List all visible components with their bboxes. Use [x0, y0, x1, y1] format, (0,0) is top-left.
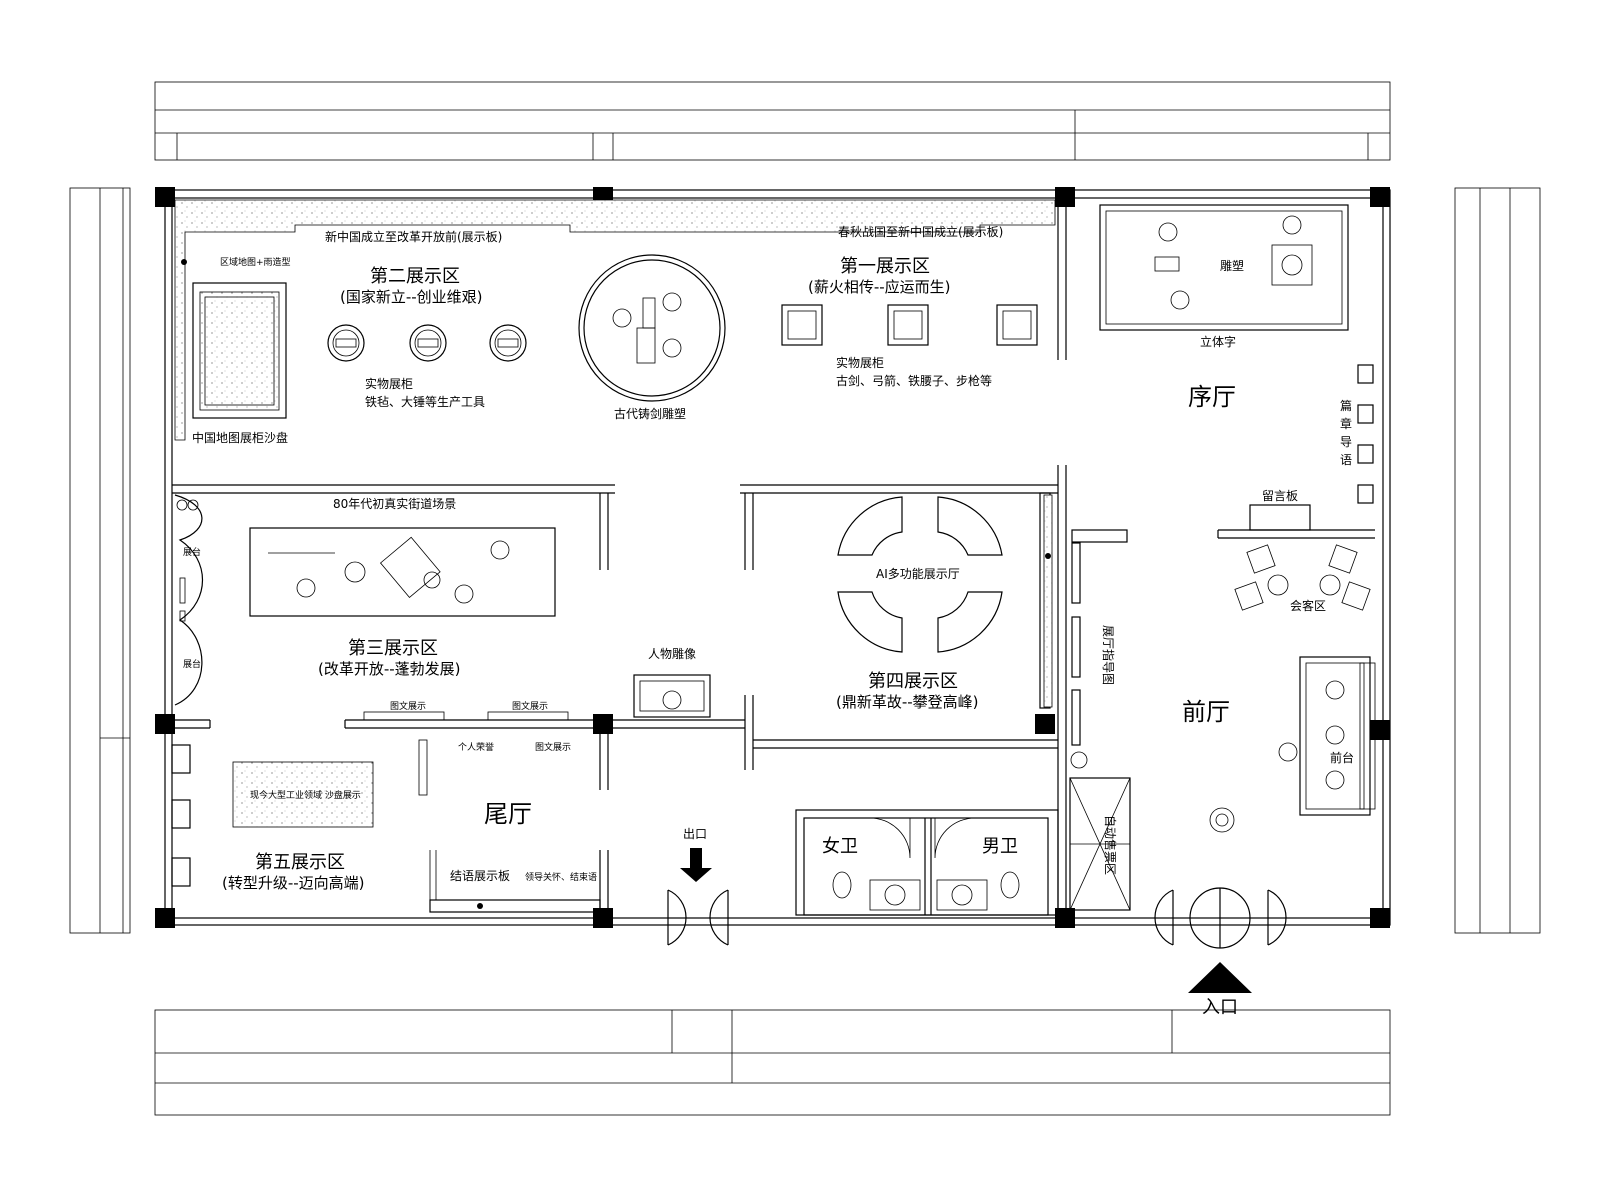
- entrance: 入口: [1154, 887, 1287, 1018]
- entrance-arrow-icon: [1188, 962, 1252, 993]
- stand-wavy-wall: [174, 494, 203, 706]
- entrance-label: 入口: [1202, 997, 1238, 1018]
- cabinet1-title: 实物展柜: [836, 355, 884, 370]
- stand-a-label: 展台: [183, 546, 201, 558]
- prelude-hall-title: 序厅: [1188, 383, 1236, 411]
- svg-text:导: 导: [1340, 435, 1352, 449]
- reception-label: 会客区: [1290, 598, 1326, 613]
- chapter-guide-panels: [1357, 364, 1374, 504]
- front-hall-title: 前厅: [1182, 698, 1230, 726]
- svg-text:语: 语: [1340, 453, 1352, 467]
- zone5-title: 第五展示区: [255, 852, 345, 873]
- zone2-title: 第二展示区: [370, 266, 460, 287]
- conclusion-board-label: 结语展示板: [450, 869, 510, 883]
- zone4-title: 第四展示区: [868, 671, 958, 692]
- leader-care-label: 领导关怀、结束语: [525, 871, 597, 883]
- zone1: 第一展示区 (薪火相传--应运而生) 实物展柜 古剑、弓箭、铁腰子、步枪等: [781, 256, 1038, 388]
- display-cabinet-icon: [781, 304, 1038, 346]
- sculpture-label: 雕塑: [1220, 258, 1244, 273]
- prelude-hall: 雕塑 立体字 序厅 篇 章 导 语 留言板 会客区: [1099, 204, 1374, 613]
- zone2: 区域地图+雨造型 中国地图展柜沙盘 第二展示区 (国家新立--创业维艰) 实物展…: [181, 254, 726, 445]
- hall-guide-label: 展厅指导图: [1101, 625, 1116, 685]
- cabinet2-items: 铁毡、大锤等生产工具: [365, 394, 485, 409]
- exit-arrow-icon: [680, 848, 712, 882]
- men-wc-label: 男卫: [982, 836, 1018, 857]
- washrooms: 女卫 男卫: [822, 817, 1020, 911]
- sandtable-label: 现今大型工业领域 沙盘展示: [250, 789, 361, 801]
- ticket-area: 自动售票区: [1069, 751, 1131, 911]
- stand-b-label: 展台: [183, 658, 201, 670]
- graphic-2-label: 图文展示: [512, 700, 548, 712]
- ticket-label: 自动售票区: [1103, 815, 1118, 875]
- zone1-subtitle: (薪火相传--应运而生): [808, 278, 951, 296]
- reception-chairs: [1234, 544, 1371, 611]
- zone3: 80年代初真实街道场景 展台 展台 第三展示区 (改革开放--蓬勃发展) 人物雕…: [174, 494, 711, 721]
- tail-hall-title: 尾厅: [484, 800, 532, 828]
- svg-text:章: 章: [1340, 416, 1352, 431]
- regional-map-label: 区域地图+雨造型: [220, 256, 291, 268]
- zone2-subtitle: (国家新立--创业维艰): [340, 288, 483, 306]
- china-map-label: 中国地图展柜沙盘: [192, 430, 288, 445]
- graphic-3-label: 图文展示: [535, 741, 571, 753]
- zone1-title: 第一展示区: [840, 256, 930, 277]
- street-scene-label: 80年代初真实街道场景: [333, 496, 456, 511]
- zone4: AI多功能展示厅 第四展示区 (鼎新革故--攀登高峰) 展厅指导图: [836, 494, 1128, 746]
- columns: [155, 187, 1390, 928]
- main-walls: [164, 189, 1391, 926]
- front-desk-label: 前台: [1330, 750, 1354, 765]
- era2-band-label: 新中国成立至改革开放前(展示板): [325, 229, 502, 244]
- personal-honor-label: 个人荣誉: [458, 741, 494, 753]
- cabinet1-items: 古剑、弓箭、铁腰子、步枪等: [836, 373, 992, 388]
- outer-frame: [69, 81, 1541, 1116]
- era1-band-label: 春秋战国至新中国成立(展示板): [838, 224, 1003, 239]
- exit-door-icon: [667, 889, 729, 946]
- zone3-subtitle: (改革开放--蓬勃发展): [318, 660, 461, 678]
- sword-sculpture-icon: [578, 254, 726, 402]
- front-hall: 前厅 前台: [1182, 656, 1376, 833]
- cabinet2-title: 实物展柜: [365, 376, 413, 391]
- zone5-subtitle: (转型升级--迈向高端): [222, 874, 365, 892]
- zone3-title: 第三展示区: [348, 638, 438, 659]
- figure-sculpture-label: 人物雕像: [648, 646, 696, 661]
- top-display-band: 新中国成立至改革开放前(展示板) 春秋战国至新中国成立(展示板): [174, 199, 1056, 441]
- chapter-guide-label: 篇: [1340, 398, 1352, 413]
- exit-label: 出口: [683, 827, 707, 841]
- ancient-sculpture-label: 古代铸剑雕塑: [614, 406, 686, 421]
- stereo-text-label: 立体字: [1200, 334, 1236, 349]
- zone4-subtitle: (鼎新革故--攀登高峰): [836, 693, 979, 711]
- zone5: 个人荣誉 图文展示 现今大型工业领域 沙盘展示 尾厅 第五展示区 (转型升级--…: [171, 739, 729, 946]
- cabinet-round-icon: [327, 324, 527, 362]
- graphic-1-label: 图文展示: [390, 700, 426, 712]
- message-board-label: 留言板: [1262, 489, 1298, 503]
- women-wc-label: 女卫: [822, 836, 858, 857]
- ai-hall-label: AI多功能展示厅: [876, 567, 960, 581]
